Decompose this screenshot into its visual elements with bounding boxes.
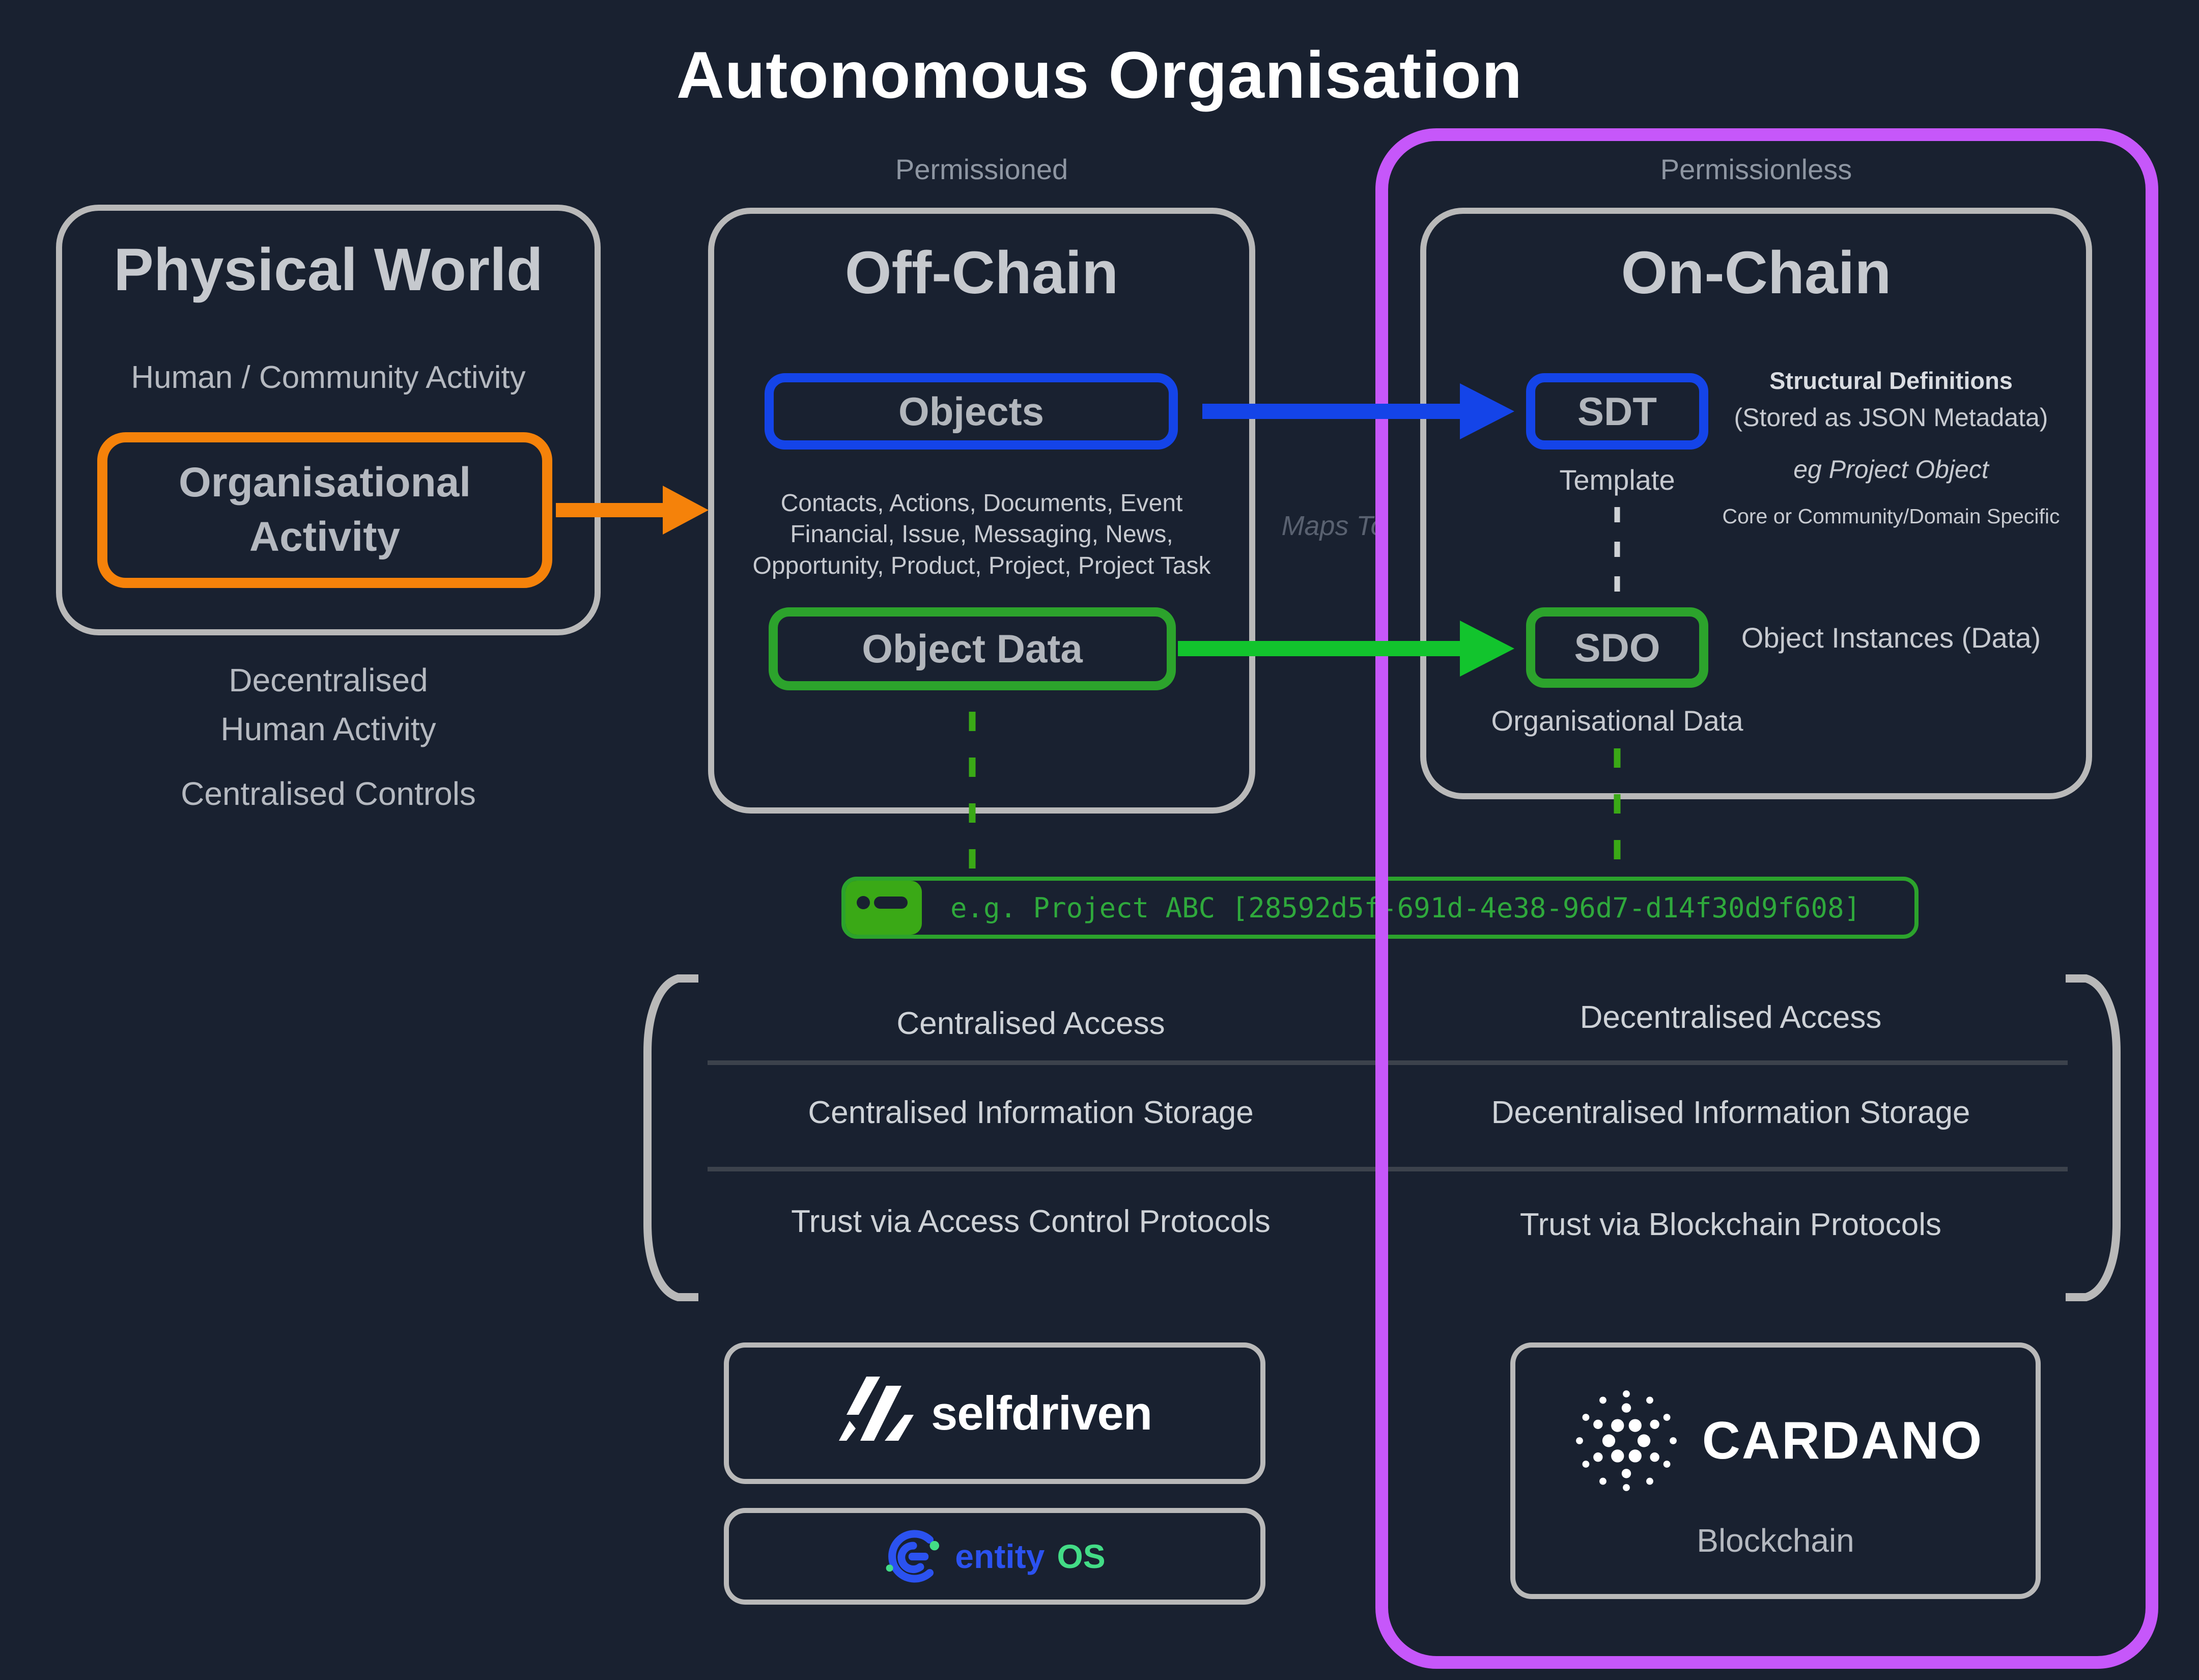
example-code-box: e.g. Project ABC [28592d5f-691d-4e38-96d… (841, 877, 1919, 939)
sdt-note-sub: (Stored as JSON Metadata) (1734, 403, 2048, 432)
physical-world-notes: Decentralised Human Activity Centralised… (56, 656, 601, 813)
objects-list-line2: Financial, Issue, Messaging, News, (790, 521, 1173, 548)
organisational-activity-box: Organisational Activity (97, 432, 552, 588)
row-trust-access-control: Trust via Access Control Protocols (791, 1204, 1271, 1239)
on-chain-heading: On-Chain (1621, 239, 1892, 306)
sdo-caption: Organisational Data (1491, 705, 1743, 737)
object-data-box: Object Data (769, 607, 1176, 690)
objects-list-line3: Opportunity, Product, Project, Project T… (752, 552, 1211, 579)
divider-2 (708, 1167, 2068, 1171)
sdt-note-eg: eg Project Object (1793, 455, 1989, 484)
sdt-label: SDT (1577, 388, 1657, 434)
selfdriven-icon (838, 1377, 914, 1441)
sdt-note-title: Structural Definitions (1769, 367, 2013, 394)
sdo-note: Object Instances (Data) (1741, 622, 2041, 654)
cardano-logo-box: CARDANO Blockchain (1510, 1342, 2041, 1599)
row-centralised-storage: Centralised Information Storage (808, 1095, 1254, 1130)
sdo-label: SDO (1574, 625, 1660, 670)
permissioned-label: Permissioned (895, 153, 1068, 185)
physical-world-box: Physical World Human / Community Activit… (56, 205, 601, 635)
objects-label: Objects (898, 388, 1045, 434)
note-centralised-controls: Centralised Controls (181, 775, 476, 812)
off-chain-heading: Off-Chain (844, 239, 1119, 306)
sdt-notes: Structural Definitions (Stored as JSON M… (1713, 367, 2069, 528)
organisational-activity-line1: Organisational (178, 459, 471, 506)
cardano-wordmark: CARDANO (1702, 1411, 1984, 1470)
permissionless-label: Permissionless (1660, 153, 1852, 185)
note-decentralised: Decentralised (229, 662, 428, 698)
example-code-text: e.g. Project ABC [28592d5f-691d-4e38-96d… (950, 891, 1861, 924)
sdt-note-detail: Core or Community/Domain Specific (1722, 505, 2060, 528)
entity-wordmark: entity (955, 1537, 1045, 1575)
row-decentralised-storage: Decentralised Information Storage (1491, 1095, 1970, 1130)
object-data-label: Object Data (862, 626, 1083, 671)
row-centralised-access: Centralised Access (896, 1006, 1165, 1041)
row-trust-blockchain: Trust via Blockchain Protocols (1519, 1207, 1942, 1242)
selfdriven-wordmark: selfdriven (931, 1386, 1152, 1440)
physical-world-subtitle: Human / Community Activity (131, 360, 526, 395)
organisational-activity-line2: Activity (249, 514, 401, 560)
selfdriven-logo-box: selfdriven (724, 1342, 1265, 1484)
entityos-logo-box: entity OS (724, 1508, 1265, 1605)
row-decentralised-access: Decentralised Access (1580, 1000, 1882, 1035)
objects-box: Objects (765, 373, 1178, 450)
divider-1 (708, 1060, 2068, 1065)
sdo-box: SDO (1526, 607, 1708, 688)
page-title: Autonomous Organisation (676, 38, 1523, 112)
off-chain-box: Off-Chain Objects Contacts, Actions, Doc… (708, 208, 1255, 814)
sdt-box: SDT (1526, 373, 1708, 450)
cardano-icon (1575, 1390, 1677, 1491)
entityos-icon (886, 1530, 940, 1583)
on-chain-box: On-Chain SDT Template Structural Definit… (1420, 208, 2092, 799)
note-human-activity: Human Activity (220, 711, 436, 747)
sdt-caption: Template (1559, 464, 1675, 496)
record-card-icon (845, 881, 922, 935)
objects-list-line1: Contacts, Actions, Documents, Event (780, 490, 1183, 517)
objects-list: Contacts, Actions, Documents, Event Fina… (714, 488, 1249, 581)
physical-world-heading: Physical World (114, 236, 543, 303)
maps-to-label: Maps To (1281, 511, 1386, 541)
os-wordmark: OS (1057, 1537, 1106, 1575)
cardano-caption: Blockchain (1697, 1522, 1854, 1559)
